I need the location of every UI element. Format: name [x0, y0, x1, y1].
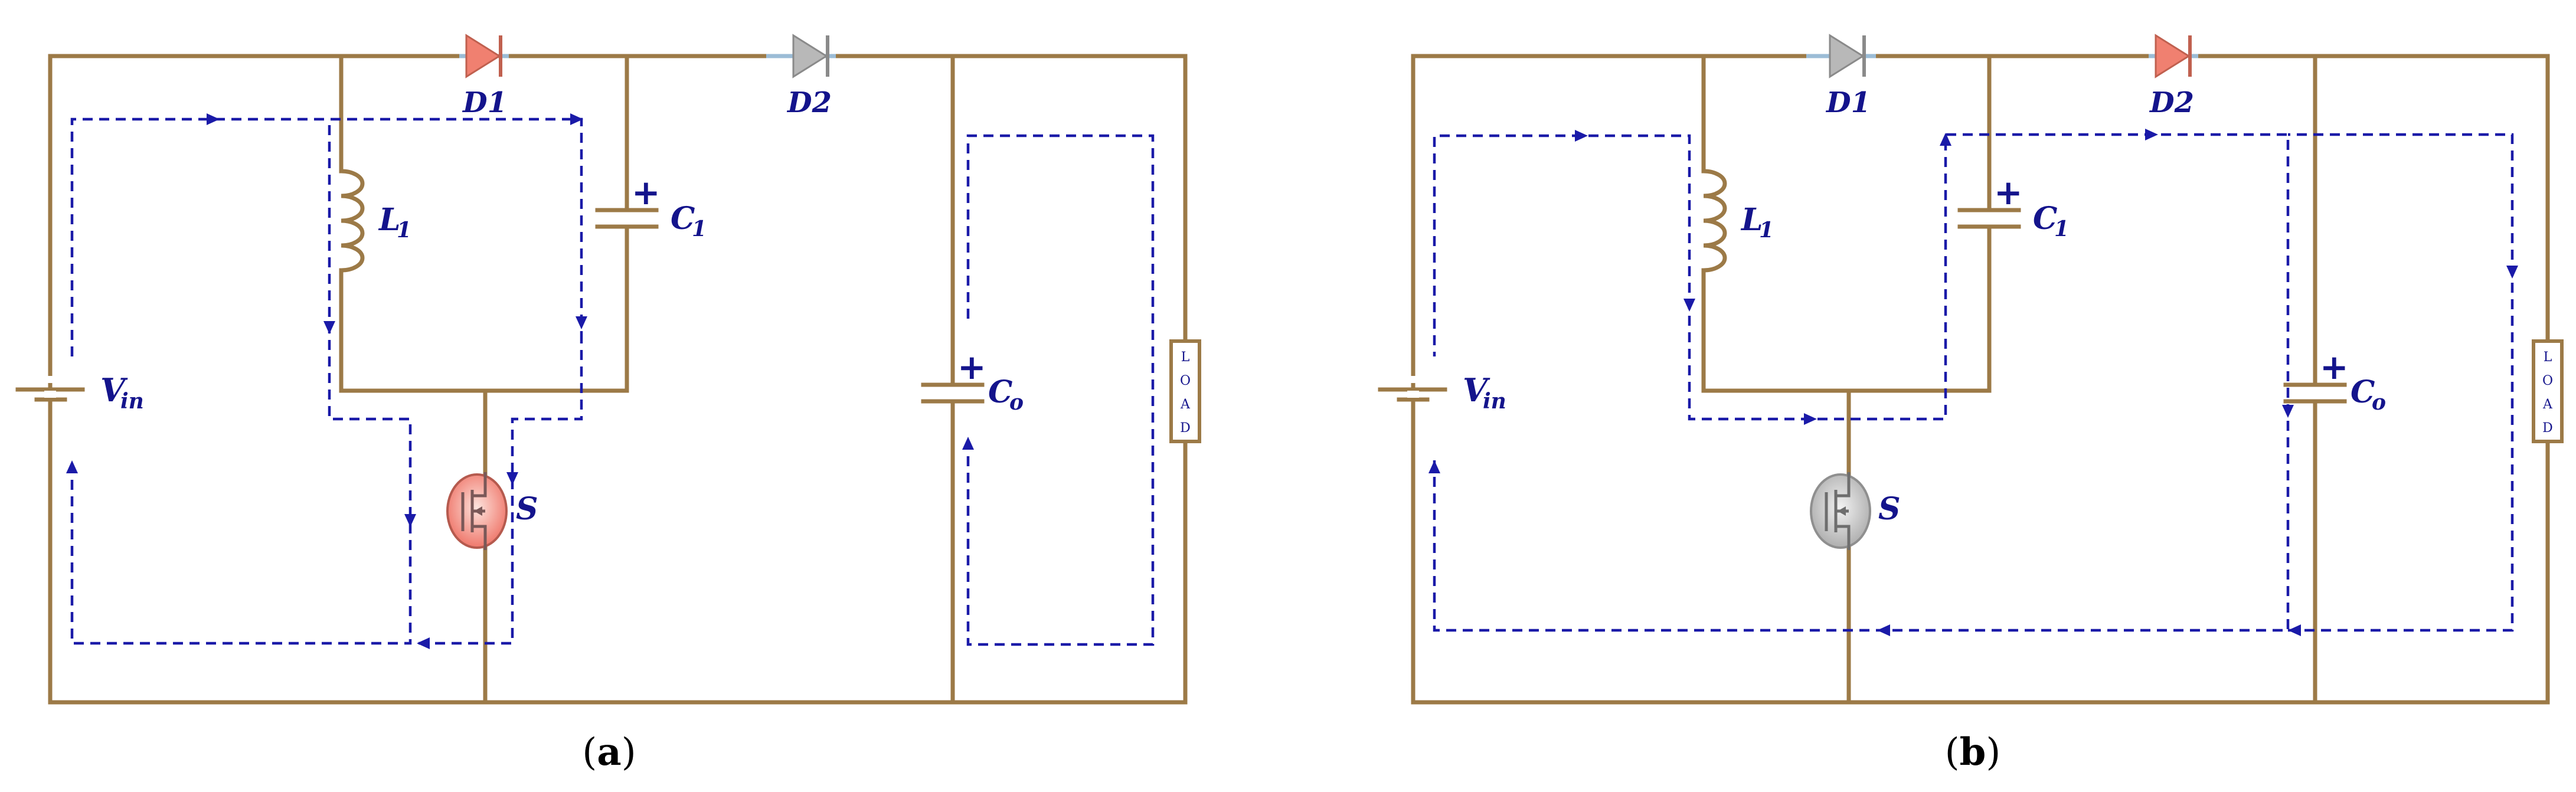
panel-b-diode-d2: D2: [2149, 34, 2198, 119]
panel-a-diode-d2: D2: [766, 34, 836, 119]
panel-b-c1-label: C: [2033, 201, 2057, 237]
panel-b-l1-label: L: [1740, 202, 1763, 238]
panel-b-current-paths: [1428, 129, 2518, 636]
panel-b-d2-label: D2: [2149, 86, 2194, 119]
panel-b-switch-label: S: [1878, 491, 1901, 527]
panel-a-vin-label: V: [100, 371, 128, 409]
panel-b-co-plus: +: [2320, 347, 2349, 387]
panel-a-co-plus: +: [957, 347, 986, 387]
panel-a-source-vin: V in: [15, 371, 144, 414]
svg-text:D: D: [2542, 421, 2553, 436]
panel-a-co-label: C: [988, 374, 1012, 410]
panel-a-l1-sub: 1: [397, 218, 411, 243]
panel-a-diode-d1: D1: [459, 34, 509, 119]
svg-text:L: L: [1181, 350, 1190, 365]
panel-a-d2-label: D2: [786, 86, 832, 119]
panel-b-load: L O A D: [2532, 339, 2564, 443]
panel-b-co-label: C: [2351, 374, 2375, 410]
svg-text:O: O: [1180, 374, 1191, 388]
panel-b-caption: (b): [1945, 730, 2001, 774]
panel-a-l1-label: L: [378, 202, 401, 238]
panel-b-diode-d1: D1: [1806, 34, 1876, 119]
svg-text:L: L: [2544, 350, 2552, 365]
panel-a-current-paths: [66, 113, 1155, 649]
panel-b: V in L 1 + C 1 + C o L O: [1378, 34, 2564, 774]
panel-a-d1-label: D1: [462, 86, 507, 119]
panel-b-source-vin: V in: [1378, 371, 1506, 414]
panel-a-capacitor-c1: + C 1: [595, 172, 707, 241]
panel-b-inductor-l1: L 1: [1701, 169, 1774, 273]
panel-b-vin-label: V: [1463, 371, 1490, 409]
svg-text:A: A: [1180, 397, 1191, 412]
svg-text:D: D: [1180, 421, 1191, 436]
panel-a-c1-plus: +: [632, 172, 661, 212]
panel-a-caption: (a): [582, 730, 636, 774]
panel-b-capacitor-c1: + C 1: [1957, 172, 2069, 241]
panel-b-c1-plus: +: [1994, 172, 2023, 212]
panel-b-wiring: [1411, 54, 2550, 705]
panel-a-c1-label: C: [671, 201, 695, 237]
panel-a-capacitor-co: + C o: [921, 347, 1024, 415]
svg-text:A: A: [2542, 397, 2553, 412]
panel-b-capacitor-co: + C o: [2283, 347, 2386, 415]
panel-b-c1-sub: 1: [2054, 217, 2069, 241]
panel-a-c1-sub: 1: [692, 217, 707, 241]
panel-b-co-sub: o: [2372, 390, 2386, 415]
panel-a-wiring: [48, 54, 1188, 705]
svg-text:O: O: [2542, 374, 2553, 388]
panel-a-vin-sub: in: [120, 389, 144, 414]
panel-a-switch-label: S: [516, 491, 538, 527]
panel-b-l1-sub: 1: [1759, 218, 1774, 243]
panel-a-co-sub: o: [1009, 390, 1024, 415]
panel-a: V in L 1 + C 1 + C o L O: [15, 34, 1201, 774]
panel-a-load: L O A D: [1169, 339, 1201, 443]
panel-b-d1-label: D1: [1825, 86, 1871, 119]
panel-a-inductor-l1: L 1: [339, 169, 411, 273]
panel-b-switch-s: S: [1810, 472, 1901, 550]
panel-a-switch-s: S: [446, 472, 538, 550]
panel-b-vin-sub: in: [1483, 389, 1506, 414]
